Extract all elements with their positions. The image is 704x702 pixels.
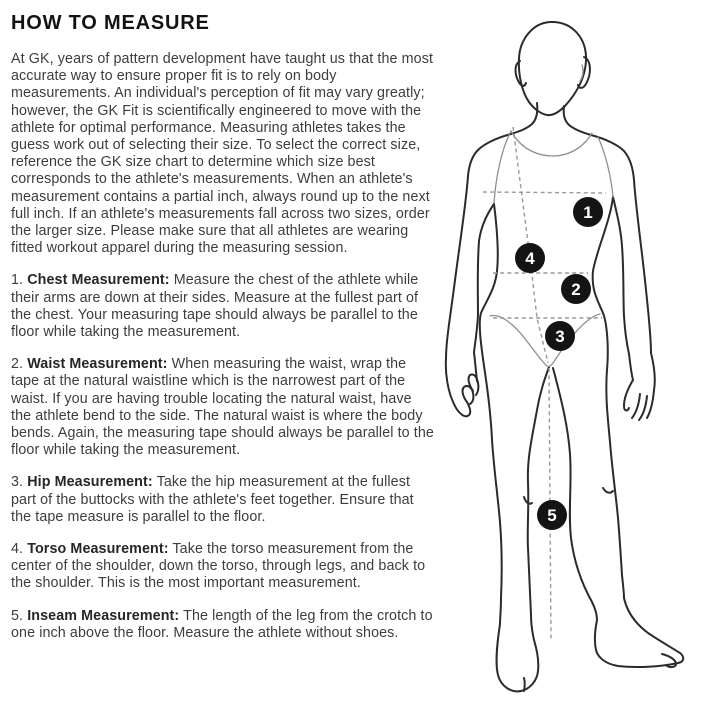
section-number: 5. [11,607,24,624]
marker-circle [561,274,591,304]
right-arm-inner [612,196,630,355]
body-measurement-diagram: 1 4 2 3 5 [444,20,685,693]
right-leg-inner [552,367,598,621]
marker-4-torso: 4 [515,243,545,273]
section-inseam: 5. Inseam Measurement: The length of the… [11,608,435,642]
marker-circle [573,197,603,227]
neck-right-shoulder [562,105,635,181]
right-hand-thumb [623,379,634,412]
section-chest: 1. Chest Measurement: Measure the chest … [11,272,435,341]
section-text: Take the hip measurement at the fullest … [11,474,414,525]
left-knee-line [523,496,533,505]
page-title: HOW TO MEASURE [11,12,210,34]
left-hand-fingers [461,373,480,405]
section-text: When measuring the waist, wrap the tape … [11,356,434,459]
marker-3-hip: 3 [545,321,575,351]
section-number: 2. [11,356,24,373]
measurement-lines [482,126,607,641]
marker-circle [515,243,545,273]
section-label: Torso Measurement: [27,541,169,558]
marker-circle [537,500,567,530]
left-ear [514,60,527,87]
section-label: Hip Measurement: [27,474,153,491]
leotard-armhole-right [597,136,614,198]
neck-left-shoulder [467,102,539,177]
inseam-dash-line [548,367,552,641]
right-knee-line [602,487,614,494]
right-ear-inner-line [579,64,584,82]
leotard-armhole-left [493,130,512,204]
marker-number: 3 [555,327,564,346]
left-toe-notch [523,677,526,692]
section-hip: 3. Hip Measurement: Take the hip measure… [11,474,435,526]
right-ear [577,56,591,89]
section-torso: 4. Torso Measurement: Take the torso mea… [11,541,435,593]
torso-right-and-leg [591,196,625,599]
section-number: 3. [11,474,24,491]
section-label: Waist Measurement: [27,356,168,373]
section-text: Measure the chest of the athlete while t… [11,272,419,341]
torso-dash-line [512,126,549,364]
section-waist: 2. Waist Measurement: When measuring the… [11,356,435,459]
leotard-leg-line [489,313,601,368]
right-foot-top [623,597,685,664]
right-arm-outer [633,179,656,419]
leotard-neckline [510,130,593,157]
marker-number: 2 [571,280,580,299]
marker-2-waist: 2 [561,274,591,304]
torso-left-and-leg [478,203,503,625]
right-foot-sole [593,619,679,668]
marker-5-inseam: 5 [537,500,567,530]
right-hand-inner [628,353,634,381]
instructions-column: HOW TO MEASURE At GK, years of pattern d… [11,12,435,657]
section-text: The length of the leg from the crotch to… [11,607,433,641]
section-label: Inseam Measurement: [27,607,180,624]
marker-number: 5 [547,506,556,525]
intro-paragraph: At GK, years of pattern development have… [11,51,434,257]
chest-dash-line [482,191,607,194]
head-outline [517,20,588,117]
section-number: 4. [11,541,24,558]
figure-outline [444,20,685,693]
section-number: 1. [11,272,24,289]
section-label: Chest Measurement: [27,272,170,289]
marker-1-chest: 1 [573,197,603,227]
left-arm-inner [473,203,495,353]
left-hand-inner [473,351,478,382]
marker-circle [545,321,575,351]
section-text: Take the torso measurement from the cent… [11,541,426,592]
left-arm-outer [444,175,472,418]
left-foot [495,614,540,693]
left-leg-inner [526,366,550,616]
right-hand-fingers [631,393,648,421]
marker-number: 4 [525,249,535,268]
marker-number: 1 [583,203,592,222]
